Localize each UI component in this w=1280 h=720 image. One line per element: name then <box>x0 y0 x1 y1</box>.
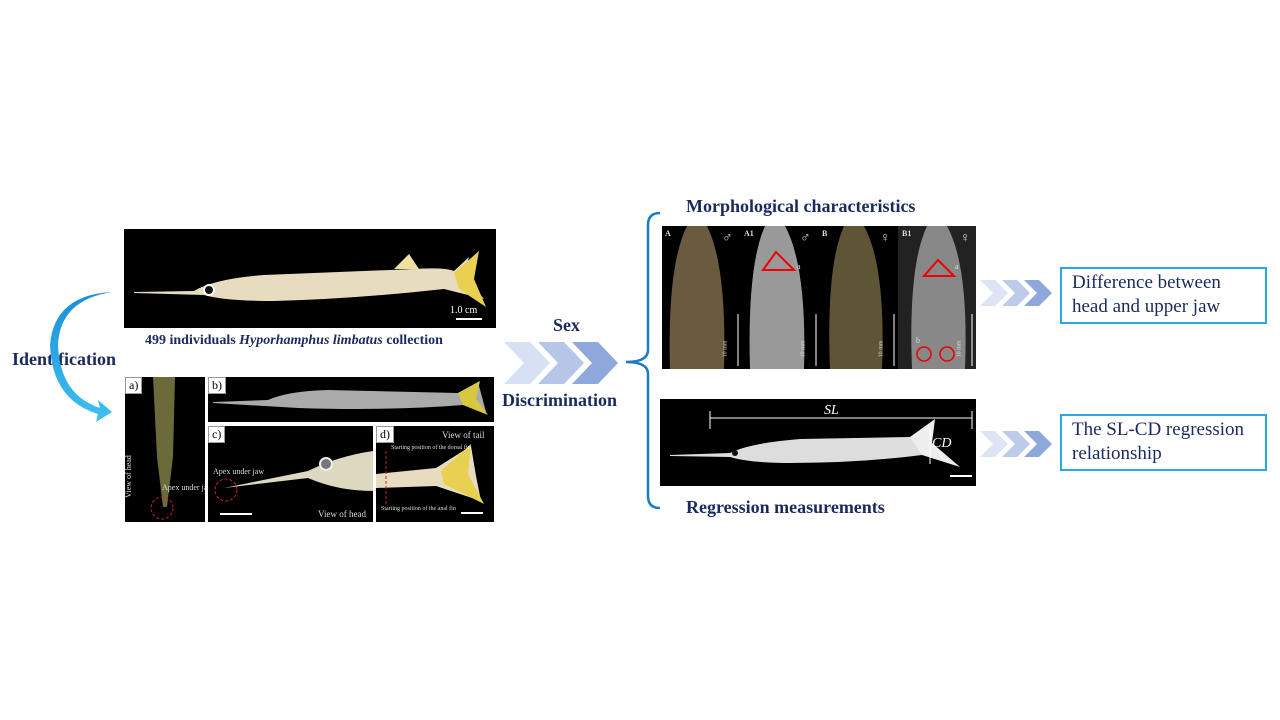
panel-c: c) Apex under jaw View of head <box>208 426 373 522</box>
result-box-regression: The SL-CD regression relationship <box>1060 414 1267 471</box>
mark-a: a <box>797 262 801 271</box>
panel-a-label: a) <box>125 377 143 394</box>
mark-b: b <box>916 336 920 345</box>
panel-d: d) View of tail Starting position of the… <box>376 426 494 522</box>
morph-panel-A: A <box>665 229 671 238</box>
view-of-head-label-c: View of head <box>318 509 366 519</box>
regression-title: Regression measurements <box>686 497 885 517</box>
caption-suffix: collection <box>382 333 443 348</box>
scale-10mm: 10 mm <box>878 340 885 358</box>
male-icon: ♂ <box>722 231 733 246</box>
sex-label: Sex <box>553 315 580 335</box>
scale-10mm: 10 mm <box>722 340 729 358</box>
panel-d-label: d) <box>376 426 394 443</box>
scale-10mm: 10 mm <box>800 340 807 358</box>
female-icon: ♀ <box>880 231 891 246</box>
female-icon: ♀ <box>960 231 971 246</box>
morph-panel-A1: A1 <box>744 229 754 238</box>
morph-panel-B: B <box>822 229 828 238</box>
anal-fin-label: Starting position of the anal fin <box>381 506 456 512</box>
discrimination-label: Discrimination <box>502 390 617 410</box>
morph-photo: A A1 B B1 ♂ ♂ ♀ ♀ a a b 10 mm 10 mm 10 m… <box>662 226 976 369</box>
fish-illustration <box>134 251 486 307</box>
morph-panel-B1: B1 <box>902 229 912 238</box>
identification-label: Identification <box>12 349 117 369</box>
sl-label: SL <box>824 403 839 418</box>
view-of-head-label: View of head <box>125 455 133 498</box>
panel-b: b) <box>208 377 494 422</box>
male-icon: ♂ <box>800 231 811 246</box>
scale-10mm: 10 mm <box>956 340 963 358</box>
mark-a: a <box>955 262 959 271</box>
panel-b-label: b) <box>208 377 226 394</box>
apex-under-jaw-label-c: Apex under jaw <box>213 467 265 476</box>
result-box-head-jaw: Difference between head and upper jaw <box>1060 267 1267 324</box>
curved-arrow-icon <box>50 292 112 422</box>
fish-photo-main: 1.0 cm <box>124 229 496 328</box>
view-of-tail-label: View of tail <box>442 430 485 440</box>
cd-label: CD <box>932 436 952 451</box>
dorsal-fin-label: Starting position of the dorsal fin <box>391 445 471 451</box>
scale-label: 1.0 cm <box>450 305 478 316</box>
panel-a: a) View of head Apex under jaw <box>125 377 205 522</box>
scale-bar <box>456 318 482 320</box>
caption-species: Hyporhamphus limbatus <box>239 333 383 348</box>
regression-photo: SL CD <box>660 399 976 486</box>
collection-caption: 499 individuals Hyporhamphus limbatus co… <box>145 333 443 349</box>
caption-prefix: 499 individuals <box>145 333 240 348</box>
morph-title: Morphological characteristics <box>686 196 916 216</box>
panel-c-label: c) <box>208 426 226 443</box>
apex-under-jaw-label: Apex under jaw <box>162 483 205 492</box>
